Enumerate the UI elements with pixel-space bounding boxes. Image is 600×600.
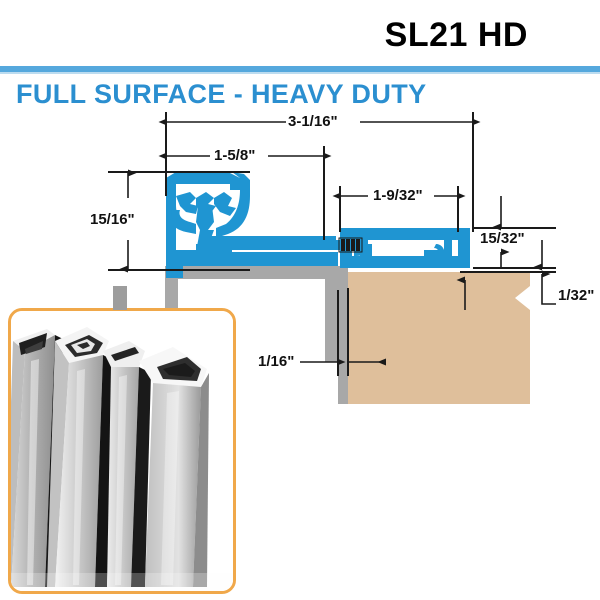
dimension-label-clearance: 1/32" (556, 287, 597, 304)
page-title: SL21 HD (384, 16, 528, 54)
page-subtitle: FULL SURFACE - HEAVY DUTY (16, 79, 427, 109)
hinge-profile (166, 172, 470, 278)
dimension-label-overall-width: 3-1/16" (286, 113, 340, 130)
dimension-label-barrel-height: 15/16" (88, 211, 137, 228)
header-divider (0, 66, 600, 74)
continuous-hinge-photo (8, 308, 236, 594)
bearing-stack (338, 237, 363, 253)
dimension-label-leaf-thickness: 15/32" (478, 230, 527, 247)
hinge-extrusion-illustration (11, 311, 233, 591)
dimension-clearance (533, 240, 556, 305)
dimension-label-leaf-width: 1-5/8" (212, 147, 258, 164)
dimension-label-door-leaf-width: 1-9/32" (371, 187, 425, 204)
dimension-label-gap: 1/16" (256, 353, 297, 370)
door-slab (348, 272, 530, 404)
frame-edge-tab (113, 286, 127, 310)
